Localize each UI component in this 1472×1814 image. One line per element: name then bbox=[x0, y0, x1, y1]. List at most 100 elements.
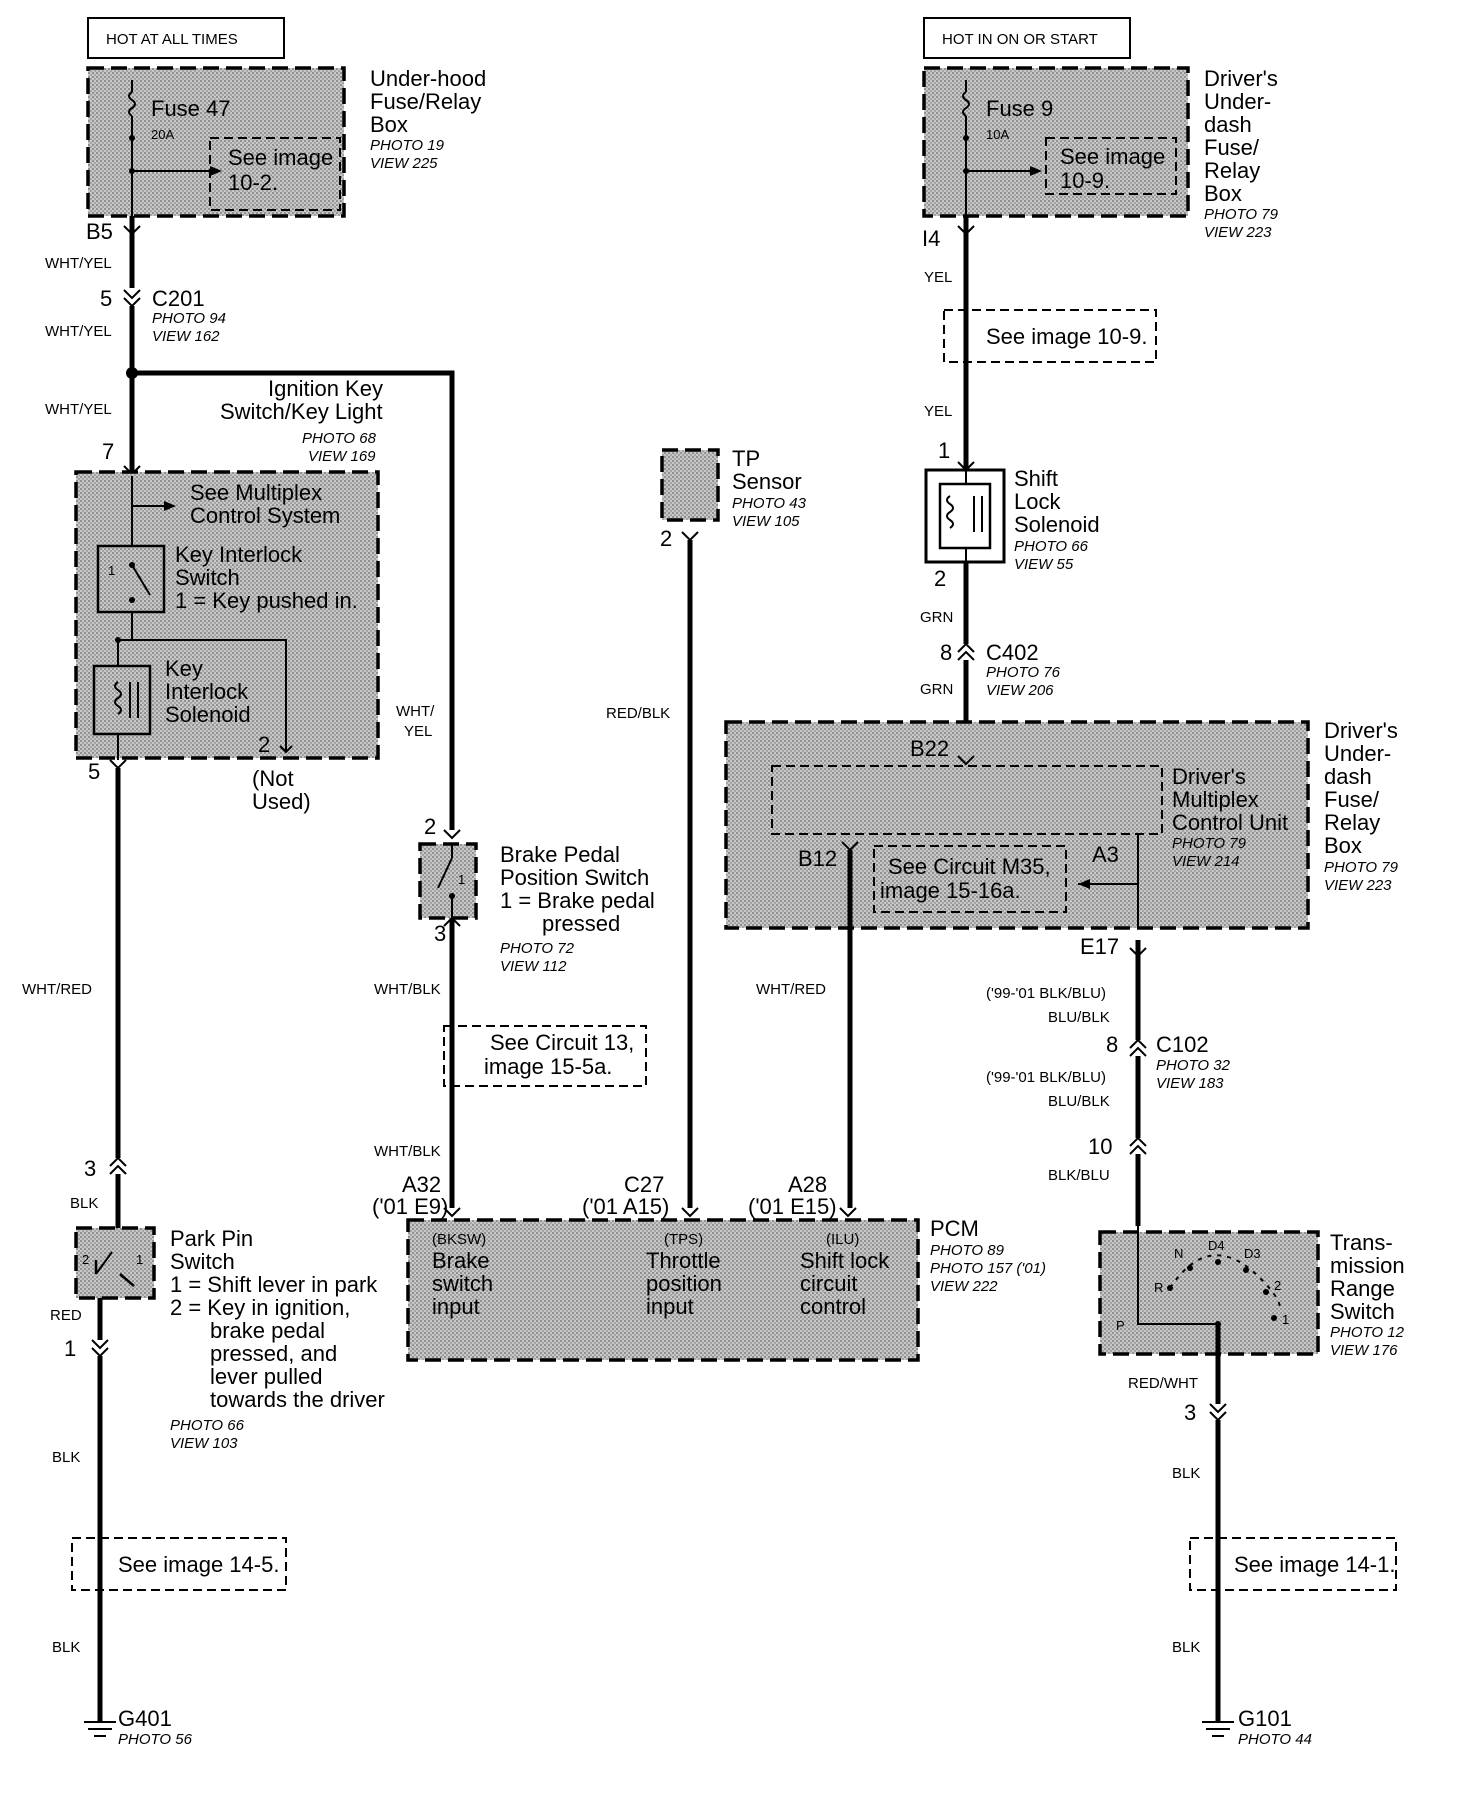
range-pos-1: 1 bbox=[1282, 1312, 1289, 1327]
wire-label-wht-yel-1: WHT/YEL bbox=[45, 255, 112, 272]
ignition-view: VIEW 169 bbox=[308, 448, 376, 465]
park-pin-pin-bot: 1 bbox=[64, 1336, 76, 1361]
range-title-4: Switch bbox=[1330, 1299, 1395, 1324]
park-pin-p2: 2 bbox=[82, 1252, 89, 1267]
wire-label-blk-3: BLK bbox=[52, 1639, 80, 1656]
hot-in-on-or-start-header: HOT IN ON OR START bbox=[923, 17, 1131, 59]
mcu-b12: B12 bbox=[798, 846, 837, 871]
pcm-a28-alt: ('01 E15) bbox=[748, 1194, 837, 1219]
drivers-box-top-4: Fuse/ bbox=[1204, 135, 1260, 160]
range-title-1: Trans- bbox=[1330, 1230, 1393, 1255]
shift-lock-view: VIEW 55 bbox=[1014, 556, 1074, 573]
shift-lock-title-3: Solenoid bbox=[1014, 512, 1100, 537]
key-switch-pin: 1 bbox=[108, 563, 115, 578]
underhood-box-photo: PHOTO 19 bbox=[370, 137, 445, 154]
range-view: VIEW 176 bbox=[1330, 1342, 1398, 1359]
wire-label-wht-yel-split-2: YEL bbox=[404, 723, 432, 740]
wire-label-blu-blk-2: BLU/BLK bbox=[1048, 1093, 1110, 1110]
park-pin-title-2: Switch bbox=[170, 1249, 235, 1274]
mcu-a3: A3 bbox=[1092, 842, 1119, 867]
key-interlock-switch-2: Switch bbox=[175, 565, 240, 590]
pcm-in2-d: input bbox=[646, 1294, 694, 1319]
see-circuit-13: See Circuit 13, image 15-5a. bbox=[443, 1025, 647, 1087]
wire-label-yel-2: YEL bbox=[924, 403, 952, 420]
wire-label-blk-blu-99-2: ('99-'01 BLK/BLU) bbox=[986, 1069, 1106, 1086]
wire-label-blk-4: BLK bbox=[1172, 1465, 1200, 1482]
range-pos-d4: D4 bbox=[1208, 1238, 1225, 1253]
fuse-47-label: Fuse 47 bbox=[151, 96, 231, 121]
hot-at-all-times-label: HOT AT ALL TIMES bbox=[106, 31, 238, 48]
pcm-view: VIEW 222 bbox=[930, 1278, 998, 1295]
drivers-box-top-1: Driver's bbox=[1204, 66, 1278, 91]
wire-label-red-blk: RED/BLK bbox=[606, 705, 670, 722]
drivers-box-top-view: VIEW 223 bbox=[1204, 224, 1272, 241]
key-interlock-switch-3: 1 = Key pushed in. bbox=[175, 588, 358, 613]
park-pin-desc-4: pressed, and bbox=[210, 1341, 337, 1366]
ignition-key-switch: Ignition Key Switch/Key Light PHOTO 68 V… bbox=[74, 376, 383, 814]
terminal-i4: I4 bbox=[922, 226, 940, 251]
key-interlock-sol-1: Key bbox=[165, 656, 203, 681]
see-image-14-5: See image 14-5. bbox=[71, 1537, 287, 1591]
underhood-box-title-2: Fuse/Relay bbox=[370, 89, 481, 114]
wire-label-grn-2: GRN bbox=[920, 681, 953, 698]
mcu-box-title-5: Relay bbox=[1324, 810, 1380, 835]
park-pin-desc-5: lever pulled bbox=[210, 1364, 323, 1389]
underhood-box-view: VIEW 225 bbox=[370, 155, 438, 172]
range-title-2: mission bbox=[1330, 1253, 1405, 1278]
wire-label-wht-yel-2: WHT/YEL bbox=[45, 323, 112, 340]
wire-label-blu-blk-1: BLU/BLK bbox=[1048, 1009, 1110, 1026]
range-title-3: Range bbox=[1330, 1276, 1395, 1301]
mcu-title-1: Driver's bbox=[1172, 764, 1246, 789]
drivers-box-top-5: Relay bbox=[1204, 158, 1260, 183]
ignition-title-2: Switch/Key Light bbox=[220, 399, 383, 424]
fuse-47-see-image-1: See image bbox=[228, 145, 333, 170]
wire-label-wht-yel-split-1: WHT/ bbox=[396, 703, 435, 720]
park-pin-desc-2: 2 = Key in ignition, bbox=[170, 1295, 350, 1320]
pcm-in3-c: circuit bbox=[800, 1271, 857, 1296]
not-used-1: (Not bbox=[252, 766, 294, 791]
key-interlock-sol-3: Solenoid bbox=[165, 702, 251, 727]
key-interlock-switch-1: Key Interlock bbox=[175, 542, 303, 567]
c201-pin: 5 bbox=[100, 286, 112, 311]
wire-label-blk-blu: BLK/BLU bbox=[1048, 1167, 1110, 1184]
mcu-photo: PHOTO 79 bbox=[1172, 835, 1247, 852]
ground-g401: G401 PHOTO 56 bbox=[84, 1706, 193, 1748]
mcu-box-title-4: Fuse/ bbox=[1324, 787, 1380, 812]
hot-in-on-or-start-label: HOT IN ON OR START bbox=[942, 31, 1098, 48]
wire-label-blk-blu-99-1: ('99-'01 BLK/BLU) bbox=[986, 985, 1106, 1002]
ignition-pin-out: 5 bbox=[88, 759, 100, 784]
fuse-47-rating: 20A bbox=[151, 127, 174, 142]
range-pos-d3: D3 bbox=[1244, 1246, 1261, 1261]
underhood-fuse-box: Fuse 47 20A See image 10-2. Under-hood F… bbox=[86, 66, 486, 218]
pcm-in2-b: Throttle bbox=[646, 1248, 721, 1273]
range-pos-n: N bbox=[1174, 1246, 1183, 1261]
range-pos-2: 2 bbox=[1274, 1278, 1281, 1293]
fuse-9-see-image-1: See image bbox=[1060, 144, 1165, 169]
drivers-box-top-2: Under- bbox=[1204, 89, 1271, 114]
mcu-box-title-1: Driver's bbox=[1324, 718, 1398, 743]
fuse-9-see-image-2: 10-9. bbox=[1060, 168, 1110, 193]
brake-inner-pin: 1 bbox=[458, 872, 465, 887]
pcm-in3-b: Shift lock bbox=[800, 1248, 890, 1273]
underhood-box-title-3: Box bbox=[370, 112, 408, 137]
wire-label-blk-2: BLK bbox=[52, 1449, 80, 1466]
drivers-underdash-fuse-box-top: Fuse 9 10A See image 10-9. Driver's Unde… bbox=[922, 66, 1279, 241]
ignition-pin-2: 2 bbox=[258, 732, 270, 757]
pcm-in2-a: (TPS) bbox=[664, 1231, 703, 1248]
park-pin-desc-1: 1 = Shift lever in park bbox=[170, 1272, 378, 1297]
pcm-a32: A32 bbox=[402, 1172, 441, 1197]
park-pin-desc-6: towards the driver bbox=[210, 1387, 385, 1412]
c402-photo: PHOTO 76 bbox=[986, 664, 1061, 681]
c201-photo: PHOTO 94 bbox=[152, 310, 226, 327]
c102-photo: PHOTO 32 bbox=[1156, 1057, 1231, 1074]
c402-name: C402 bbox=[986, 640, 1039, 665]
mcu-box-photo: PHOTO 79 bbox=[1324, 859, 1399, 876]
drivers-box-top-photo: PHOTO 79 bbox=[1204, 206, 1279, 223]
mcu-box-view: VIEW 223 bbox=[1324, 877, 1392, 894]
fuse-47-see-image-2: 10-2. bbox=[228, 170, 278, 195]
c402-view: VIEW 206 bbox=[986, 682, 1054, 699]
pcm-photo2: PHOTO 157 ('01) bbox=[930, 1260, 1046, 1277]
key-interlock-sol-2: Interlock bbox=[165, 679, 249, 704]
see-circuit-m35-2: image 15-16a. bbox=[880, 878, 1021, 903]
